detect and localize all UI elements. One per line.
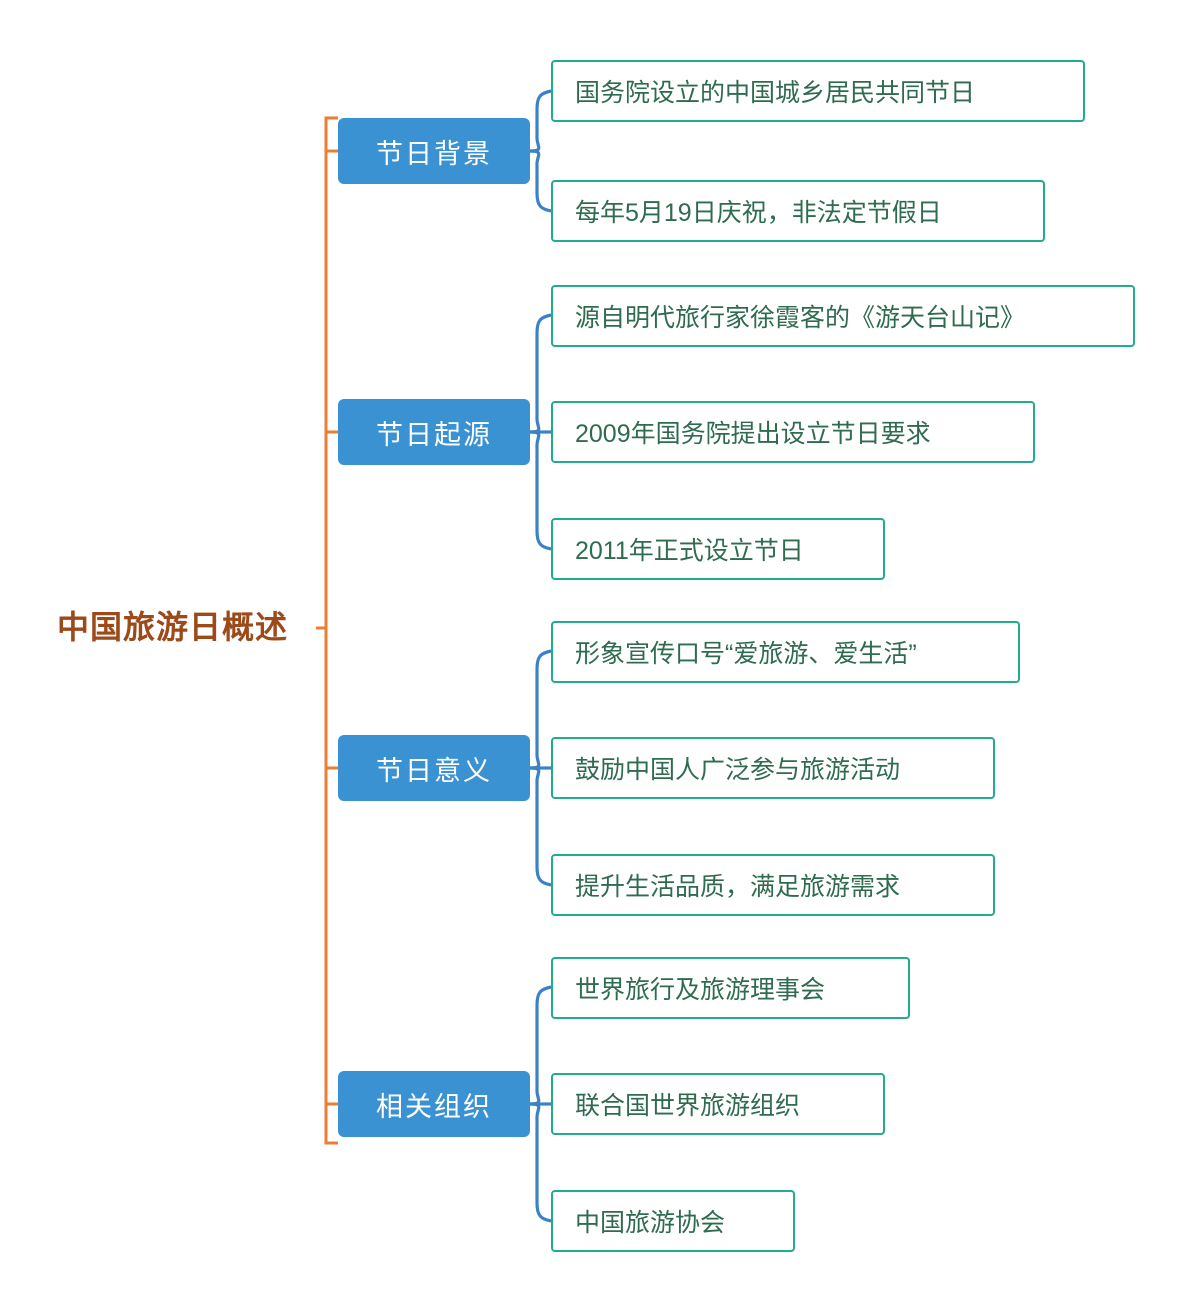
root-connector-group [316, 116, 338, 1145]
branch-node-festival-significance[interactable]: 节日意义 [338, 735, 530, 801]
leaf-node-3-2[interactable]: 中国旅游协会 [551, 1190, 795, 1252]
leaf-node-3-1[interactable]: 联合国世界旅游组织 [551, 1073, 885, 1135]
branch-connector-3 [529, 985, 552, 1223]
leaf-node-2-2[interactable]: 提升生活品质，满足旅游需求 [551, 854, 995, 916]
leaf-node-2-0[interactable]: 形象宣传口号“爱旅游、爱生活” [551, 621, 1020, 683]
root-bracket-spine [324, 116, 338, 1145]
leaf-node-3-0[interactable]: 世界旅行及旅游理事会 [551, 957, 910, 1019]
leaf-node-2-1[interactable]: 鼓励中国人广泛参与旅游活动 [551, 737, 995, 799]
leaf-node-1-1[interactable]: 2009年国务院提出设立节日要求 [551, 401, 1035, 463]
branch-node-festival-origin[interactable]: 节日起源 [338, 399, 530, 465]
branch-node-festival-background[interactable]: 节日背景 [338, 118, 530, 184]
branch-connector-0 [529, 89, 552, 213]
leaf-node-0-1[interactable]: 每年5月19日庆祝，非法定节假日 [551, 180, 1045, 242]
leaf-node-0-0[interactable]: 国务院设立的中国城乡居民共同节日 [551, 60, 1085, 122]
leaf-node-1-0[interactable]: 源自明代旅行家徐霞客的《游天台山记》 [551, 285, 1135, 347]
branch-connector-1 [529, 313, 552, 551]
branch-node-related-organizations[interactable]: 相关组织 [338, 1071, 530, 1137]
branch-connector-2 [529, 649, 552, 887]
root-node-label[interactable]: 中国旅游日概述 [57, 609, 289, 645]
leaf-node-1-2[interactable]: 2011年正式设立节日 [551, 518, 885, 580]
